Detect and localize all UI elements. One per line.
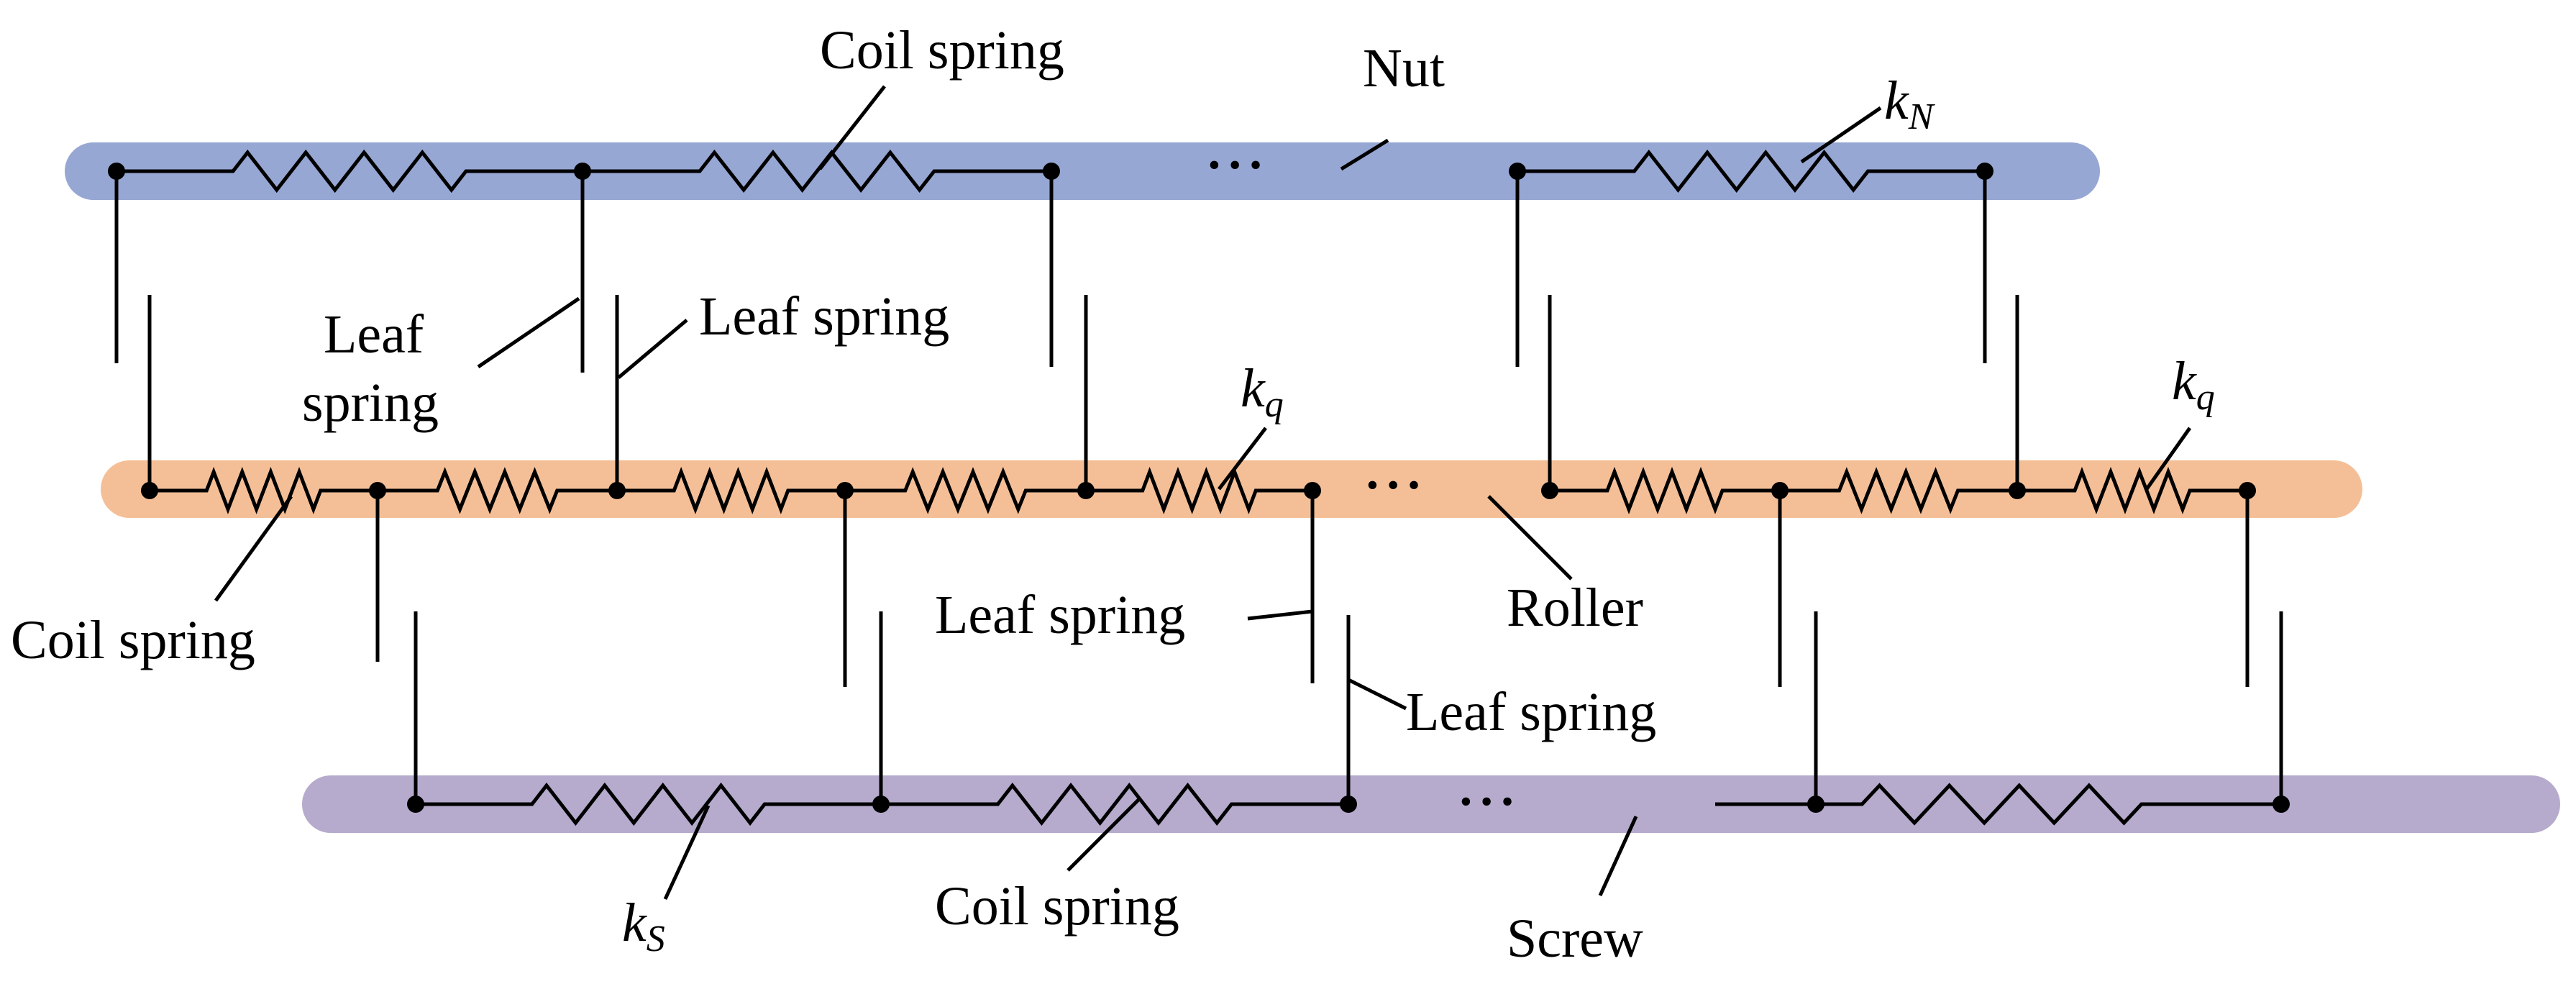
leader-kq-right	[2145, 427, 2192, 491]
label-kS: kS	[622, 893, 665, 960]
label-coil-spring-left: Coil spring	[11, 610, 255, 670]
leader-leaf-lower-left	[1247, 609, 1313, 621]
label-kq-left: kq	[1241, 358, 1284, 425]
screw-bar	[302, 775, 2560, 833]
coil-spring-11	[845, 467, 1086, 514]
coil-spring-26	[416, 782, 881, 826]
leader-lines	[214, 85, 2192, 901]
coil-spring-8	[150, 466, 378, 515]
coil-spring-12	[1086, 466, 1312, 515]
leader-kN	[1800, 106, 1882, 164]
label-coil-spring-bottom: Coil spring	[935, 876, 1179, 937]
screw-ellipsis: • • •	[1460, 783, 1513, 821]
nut-ellipsis: • • •	[1208, 146, 1261, 184]
coil-spring-1	[583, 149, 1051, 193]
coil-spring-10	[617, 466, 845, 515]
label-coil-spring-top: Coil spring	[820, 20, 1064, 81]
coil-spring-2	[1517, 149, 1985, 193]
leader-leaf-left	[477, 296, 580, 369]
coil-spring-27	[881, 782, 1348, 826]
leader-coil-spring-top	[818, 85, 886, 170]
coil-spring-15	[2017, 467, 2247, 514]
leader-coil-spring-left	[214, 495, 293, 602]
label-leaf-spring-left-line2: spring	[302, 373, 439, 433]
leader-nut	[1340, 138, 1389, 171]
label-kq-right: kq	[2172, 351, 2215, 418]
leader-roller	[1487, 495, 1573, 580]
nut-bar	[65, 142, 2100, 200]
coil-spring-0	[117, 149, 583, 193]
roller-ellipsis: • • •	[1366, 466, 1420, 504]
coil-spring-28	[1722, 783, 2281, 826]
label-leaf-spring-left-line1: Leaf	[324, 304, 424, 365]
label-nut: Nut	[1363, 38, 1445, 99]
leader-leaf-lower-right	[1347, 678, 1407, 711]
label-leaf-spring-mid: Leaf spring	[699, 286, 949, 347]
spring-network	[108, 149, 2290, 826]
leader-leaf-mid	[617, 319, 688, 379]
leader-screw	[1598, 815, 1638, 897]
label-leaf-spring-lower-right: Leaf spring	[1406, 682, 1656, 742]
label-roller: Roller	[1507, 578, 1643, 638]
leader-coil-spring-bottom	[1067, 797, 1141, 872]
label-kN: kN	[1884, 70, 1936, 137]
leader-kS	[663, 804, 711, 901]
roller-bar	[101, 460, 2362, 518]
coil-spring-13	[1550, 467, 1780, 514]
coil-spring-9	[378, 467, 617, 514]
leader-kq-left	[1218, 427, 1267, 491]
label-screw: Screw	[1507, 908, 1643, 969]
coil-spring-14	[1780, 467, 2017, 514]
label-leaf-spring-lower-left: Leaf spring	[935, 585, 1185, 645]
